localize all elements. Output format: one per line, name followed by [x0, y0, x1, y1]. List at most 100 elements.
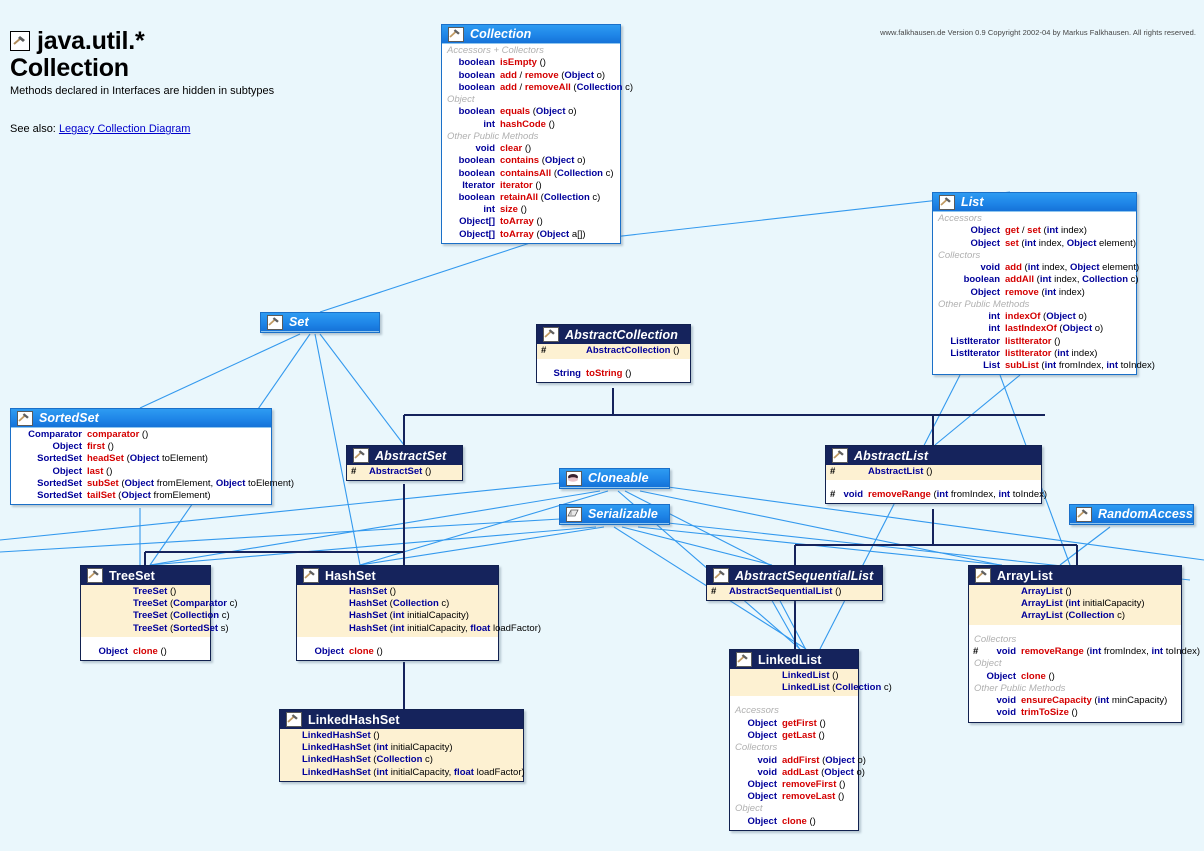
return-type	[309, 610, 349, 622]
visibility-modifier	[734, 730, 742, 742]
visibility-modifier	[15, 429, 23, 441]
member-signature: addAll (int index, Collection c)	[1005, 274, 1139, 286]
member-signature: TreeSet (SortedSet s)	[133, 622, 229, 634]
class-box-serializable[interactable]: Serializable	[559, 504, 670, 525]
visibility-modifier	[85, 586, 93, 598]
member-signature: trimToSize ()	[1021, 707, 1078, 719]
return-type: Object	[986, 670, 1016, 682]
visibility-modifier	[937, 287, 945, 299]
class-box-randomaccess[interactable]: RandomAccess	[1069, 504, 1194, 525]
return-type	[981, 610, 1021, 622]
member-signature: get / set (int index)	[1005, 225, 1087, 237]
group-label: Object	[974, 658, 1002, 670]
class-title-bar: AbstractCollection	[537, 325, 690, 344]
return-type: boolean	[458, 81, 495, 93]
class-title-bar: Set	[261, 313, 379, 332]
member-row: HashSet ()	[301, 586, 494, 598]
class-box-abstractsequentiallist[interactable]: AbstractSequentialList#AbstractSequentia…	[706, 565, 883, 602]
visibility-modifier	[937, 360, 945, 372]
visibility-modifier	[284, 742, 292, 754]
class-body: TreeSet ()TreeSet (Comparator c)TreeSet …	[81, 585, 238, 661]
member-signature: AbstractSet ()	[369, 466, 432, 477]
visibility-modifier	[446, 168, 454, 180]
member-row: Object get / set (int index)	[937, 225, 1132, 237]
member-signature: ArrayList ()	[1021, 586, 1072, 597]
constructor-section: ArrayList ()ArrayList (int initialCapaci…	[969, 585, 1181, 625]
member-signature: comparator ()	[87, 429, 149, 440]
return-type: SortedSet	[37, 490, 82, 502]
return-type: void	[980, 262, 1000, 274]
member-signature: iterator ()	[500, 179, 542, 191]
visibility-modifier	[446, 216, 454, 228]
member-signature: ensureCapacity (int minCapacity)	[1021, 695, 1168, 707]
member-signature: LinkedList (Collection c)	[782, 682, 892, 694]
return-type: Object	[747, 779, 777, 791]
member-signature: LinkedHashSet (int initialCapacity)	[302, 742, 453, 754]
visibility-modifier	[973, 707, 981, 719]
serialize-icon	[566, 506, 582, 522]
return-type: Iterator	[462, 179, 495, 191]
return-type: Object	[747, 815, 777, 827]
member-row: TreeSet (Comparator c)	[85, 598, 238, 610]
return-type: Object	[970, 225, 1000, 237]
section-gap	[81, 637, 210, 645]
return-type: void	[996, 646, 1016, 658]
class-box-abstractset[interactable]: AbstractSet#AbstractSet ()	[346, 445, 463, 482]
return-type	[93, 610, 133, 622]
group-label: Object	[735, 803, 763, 815]
class-title-bar: LinkedHashSet	[280, 710, 523, 729]
section-gap	[969, 625, 1181, 633]
member-signature: listIterator (int index)	[1005, 347, 1098, 359]
member-signature: TreeSet (Collection c)	[133, 610, 230, 622]
visibility-modifier	[937, 323, 945, 335]
legacy-collection-diagram-link[interactable]: Legacy Collection Diagram	[58, 123, 191, 136]
member-row: Object[]toArray ()	[446, 216, 616, 228]
member-row: ArrayList (Collection c)	[973, 610, 1177, 622]
member-signature: isEmpty ()	[500, 57, 546, 69]
class-box-cloneable[interactable]: Cloneable	[559, 468, 670, 489]
class-box-abstractcollection[interactable]: AbstractCollection#AbstractCollection ()…	[536, 324, 691, 384]
class-name: AbstractSequentialList	[735, 568, 874, 583]
class-box-set[interactable]: Set	[260, 312, 380, 333]
visibility-modifier	[301, 586, 309, 598]
return-type: Object	[52, 465, 82, 477]
page-subtitle-main: Collection	[10, 54, 129, 82]
section-gap	[537, 359, 690, 367]
visibility-modifier	[446, 180, 454, 192]
hammer-icon	[17, 410, 33, 426]
class-title-bar: List	[933, 193, 1136, 212]
class-name: HashSet	[325, 568, 376, 583]
group-label: Collectors	[938, 249, 981, 261]
class-title-bar: ArrayList	[969, 566, 1181, 585]
member-signature: toArray (Object a[])	[500, 228, 586, 240]
member-row: Object[] toArray (Object a[])	[446, 229, 616, 241]
return-type: Object[]	[459, 228, 495, 240]
